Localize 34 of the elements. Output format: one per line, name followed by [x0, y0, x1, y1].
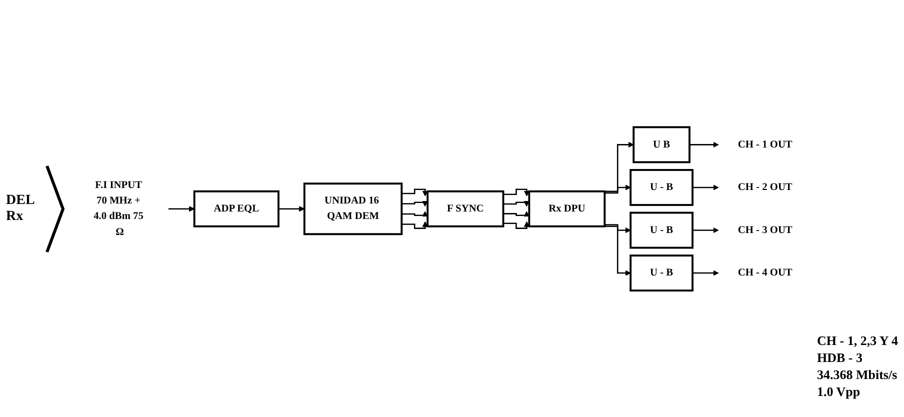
note-text: 1.0 Vpp — [816, 384, 862, 401]
node-box: ADP EQL — [193, 190, 280, 227]
arrow — [690, 141, 719, 148]
node-text: CH - 2 OUT — [738, 181, 792, 192]
node-box: U B — [632, 126, 690, 163]
arrow — [402, 188, 428, 196]
node-box: F SYNC — [426, 190, 504, 227]
arrow — [604, 184, 631, 194]
node-box: U - B — [630, 168, 694, 206]
node-text: CH - 3 OUT — [738, 224, 792, 236]
node-box: UNIDAD 16 QAM DEM — [303, 182, 403, 235]
note-text: CH - 1, 2,3 Y 4 — [816, 333, 898, 350]
arrow — [168, 206, 195, 212]
arrow — [402, 200, 428, 206]
arrow — [278, 206, 305, 212]
arrow — [692, 270, 719, 276]
node-box: Rx DPU — [528, 190, 606, 227]
arrow — [503, 210, 530, 216]
source-label: DEL Rx — [6, 192, 36, 224]
arrow — [503, 200, 530, 206]
note-text: HDB - 3 — [816, 350, 864, 368]
arrow — [503, 188, 530, 196]
node-text: F.I INPUT 70 MHz + 4.0 dBm 75 Ω — [94, 179, 144, 238]
arrow — [503, 221, 530, 229]
arrow — [402, 221, 428, 229]
arrow — [402, 210, 428, 216]
arrow — [692, 184, 719, 190]
node-box: U - B — [630, 211, 694, 248]
node-text: CH - 1 OUT — [738, 138, 792, 150]
arrow — [692, 227, 719, 233]
note-text: 34.368 Mbits/s — [816, 367, 898, 384]
node-text: CH - 4 OUT — [738, 266, 792, 278]
arrow — [604, 224, 631, 233]
node-box: U - B — [630, 254, 694, 292]
